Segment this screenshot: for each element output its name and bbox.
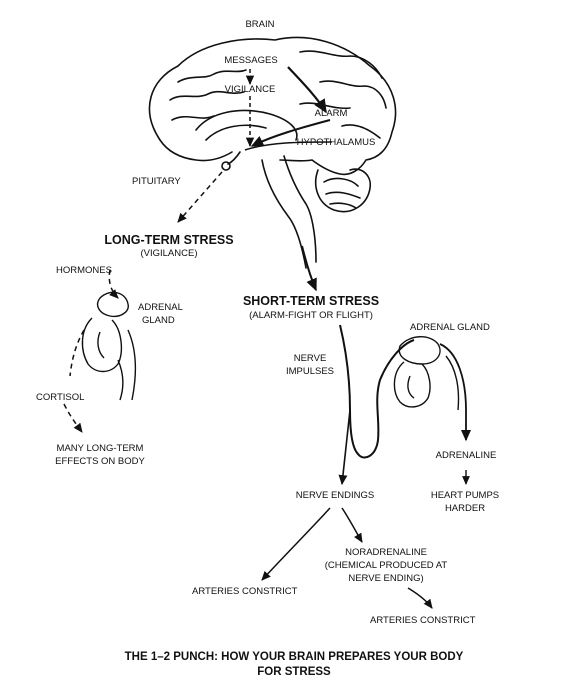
nerve-endings-label: NERVE ENDINGS <box>295 490 375 501</box>
long-term-effects-line1: MANY LONG-TERM <box>56 443 144 454</box>
noradrenaline-line3: NERVE ENDING) <box>348 573 424 584</box>
heart-pumps-line2: HARDER <box>444 503 486 514</box>
cortisol-label: CORTISOL <box>36 392 85 403</box>
heart-pumps-line1: HEART PUMPS <box>430 490 500 501</box>
hypothalamus-label: HYPOTHALAMUS <box>296 137 376 148</box>
long-term-stress-heading: LONG-TERM STRESS <box>104 233 234 247</box>
messages-label: MESSAGES <box>224 55 278 66</box>
left-adrenal-label-line1: ADRENAL <box>138 302 183 313</box>
left-adrenal-gland <box>81 291 137 401</box>
pituitary-label: PITUITARY <box>132 176 181 187</box>
long-term-stress-subheading: (VIGILANCE) <box>140 248 198 259</box>
arteries-constrict-left-label: ARTERIES CONSTRICT <box>192 586 298 597</box>
adrenaline-label: ADRENALINE <box>435 450 497 461</box>
alarm-label: ALARM <box>314 108 348 119</box>
noradrenaline-line2: (CHEMICAL PRODUCED AT <box>324 560 448 571</box>
nerve-impulses-line2: IMPULSES <box>285 366 335 377</box>
short-term-stress-subheading: (ALARM-FIGHT OR FLIGHT) <box>249 310 373 321</box>
brain-label: BRAIN <box>245 19 275 30</box>
long-term-effects-line2: EFFECTS ON BODY <box>55 456 145 467</box>
brain-illustration <box>148 36 397 269</box>
short-term-stress-heading: SHORT-TERM STRESS <box>242 294 380 308</box>
figure-caption-line2: FOR STRESS <box>257 666 331 678</box>
figure-caption-line1: THE 1–2 PUNCH: HOW YOUR BRAIN PREPARES Y… <box>124 651 464 663</box>
vigilance-label: VIGILANCE <box>224 84 276 95</box>
right-adrenal-gland <box>393 336 460 411</box>
noradrenaline-line1: NORADRENALINE <box>345 547 427 558</box>
left-adrenal-label-line2: GLAND <box>142 315 175 326</box>
arteries-constrict-right-label: ARTERIES CONSTRICT <box>370 615 476 626</box>
nerve-impulses-line1: NERVE <box>293 353 327 364</box>
hormones-label: HORMONES <box>56 265 112 276</box>
right-adrenal-label: ADRENAL GLAND <box>410 322 490 333</box>
